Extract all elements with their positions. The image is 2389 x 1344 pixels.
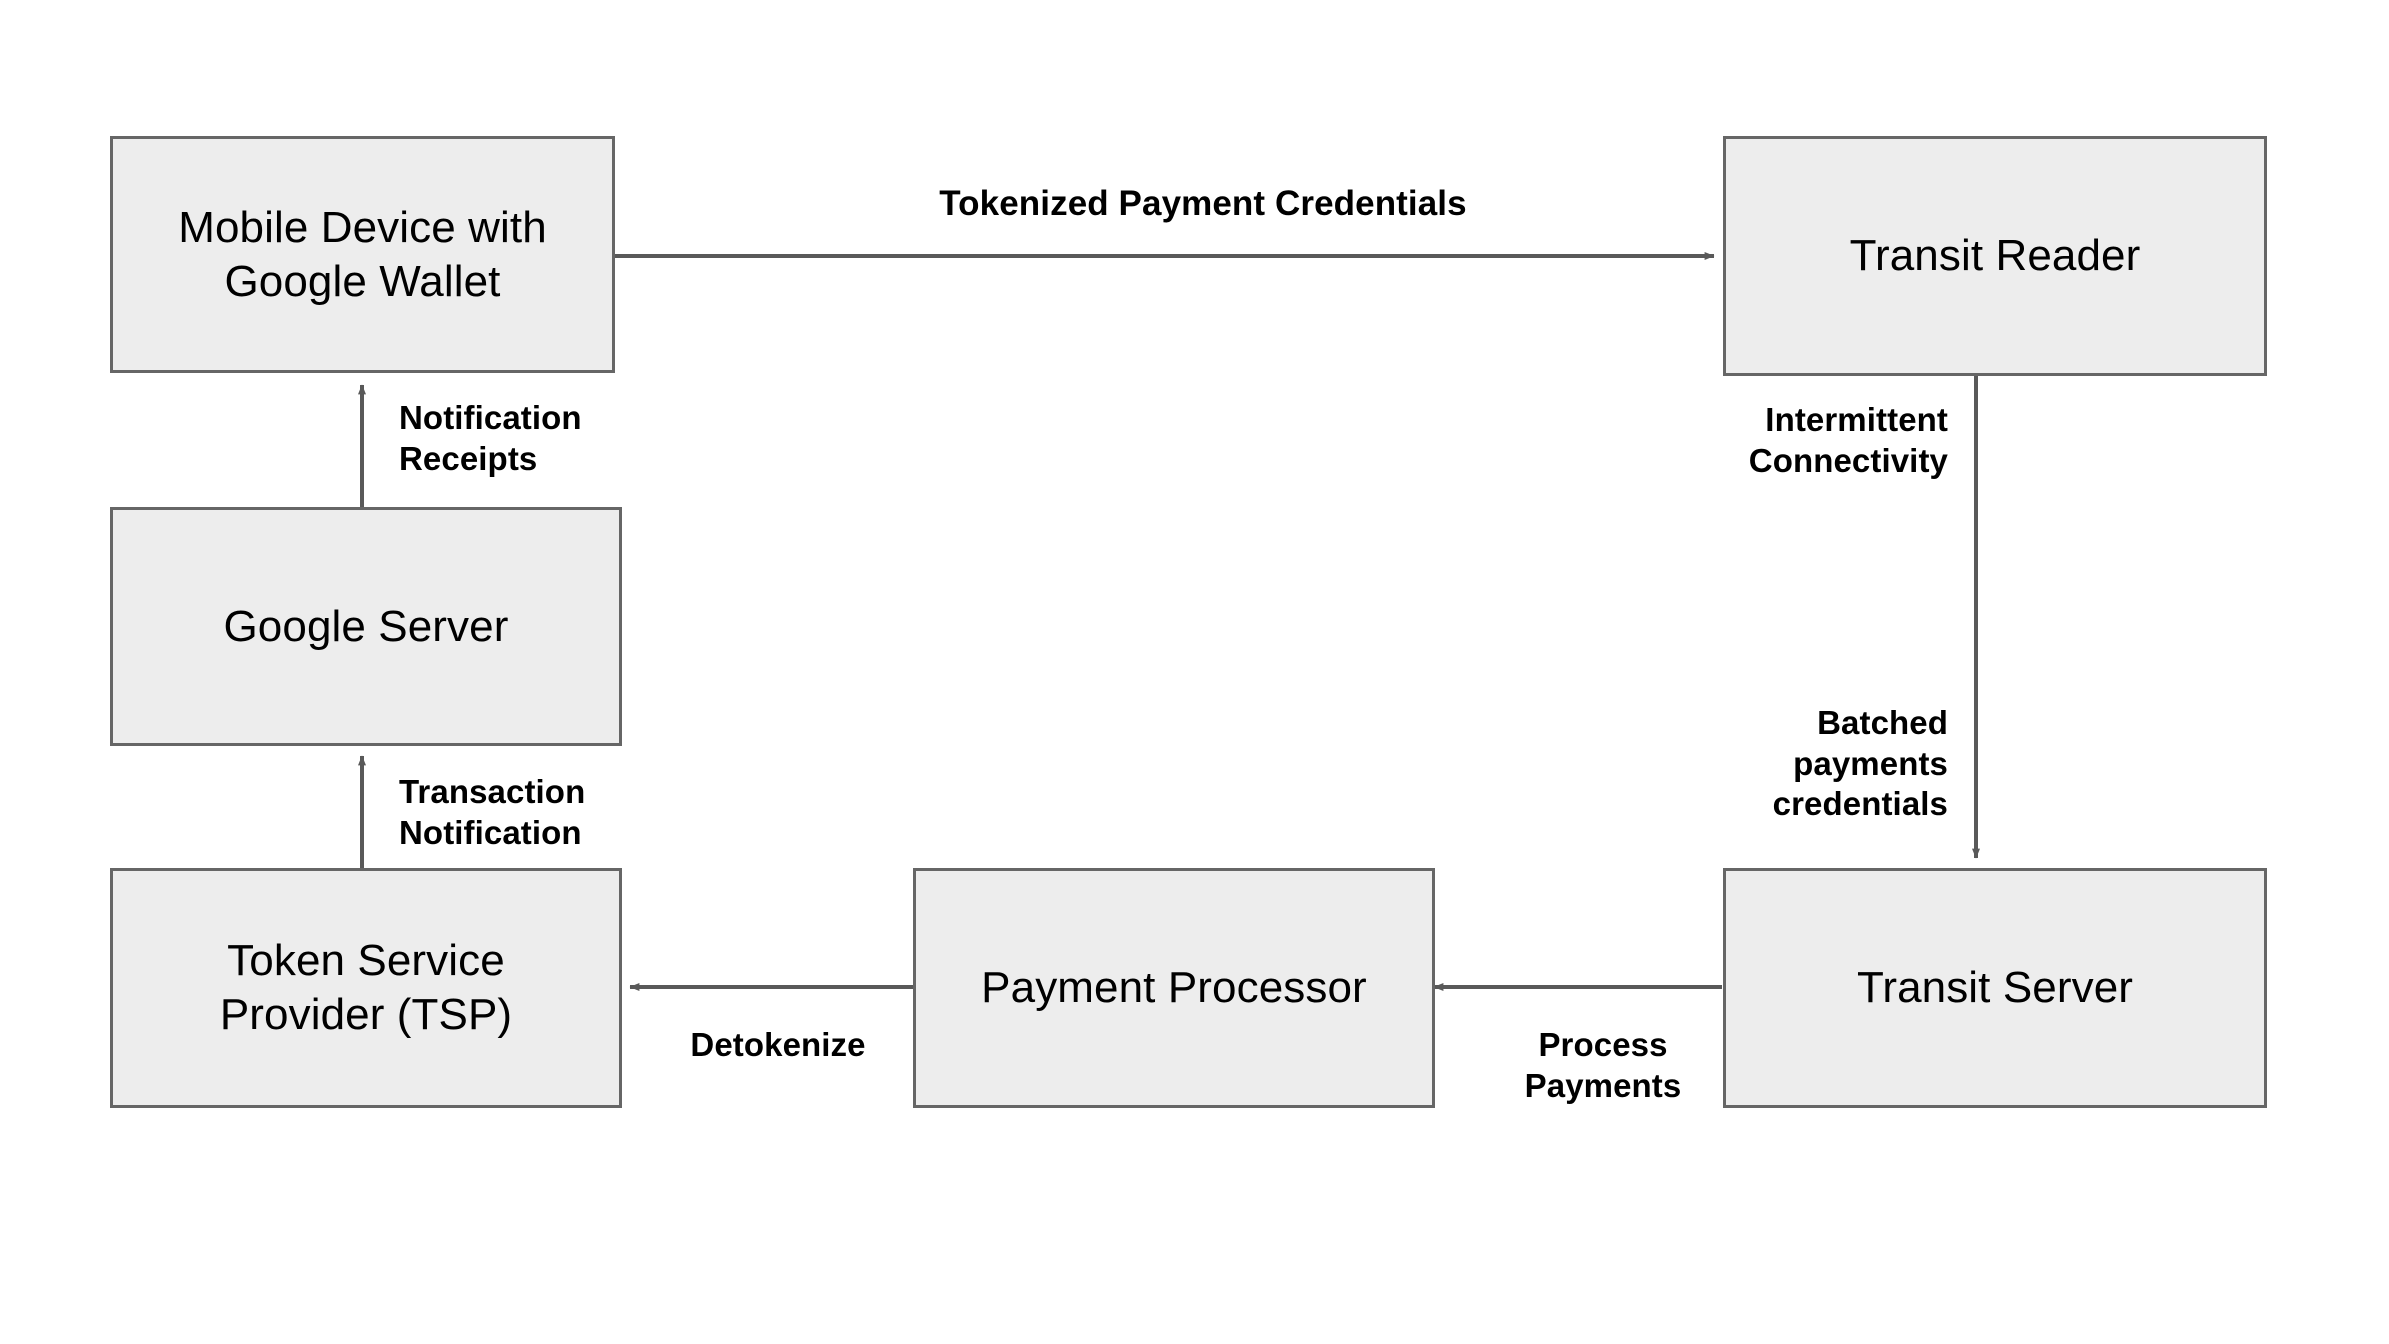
node-google-server[interactable]: Google Server [110, 507, 622, 746]
node-transit-server[interactable]: Transit Server [1723, 868, 2267, 1108]
edge-label-transaction-notification: Transaction Notification [399, 773, 586, 851]
edge-label-intermittent-connectivity: Intermittent Connectivity [1748, 401, 1948, 479]
edge-label-process-payments: Process Payments [1524, 1026, 1682, 1104]
node-transit-reader[interactable]: Transit Reader [1723, 136, 2267, 376]
edge-label-notification-receipts: Notification Receipts [399, 399, 582, 477]
node-mobile-device[interactable]: Mobile Device with Google Wallet [110, 136, 615, 373]
edge-label-detokenize: Detokenize [690, 1026, 866, 1063]
edge-label-tokenized-payment-credentials: Tokenized Payment Credentials [939, 184, 1467, 223]
edge-label-batched-payments-credentials: Batched payments credentials [1772, 704, 1948, 823]
node-token-service-provider[interactable]: Token Service Provider (TSP) [110, 868, 622, 1108]
node-payment-processor[interactable]: Payment Processor [913, 868, 1435, 1108]
